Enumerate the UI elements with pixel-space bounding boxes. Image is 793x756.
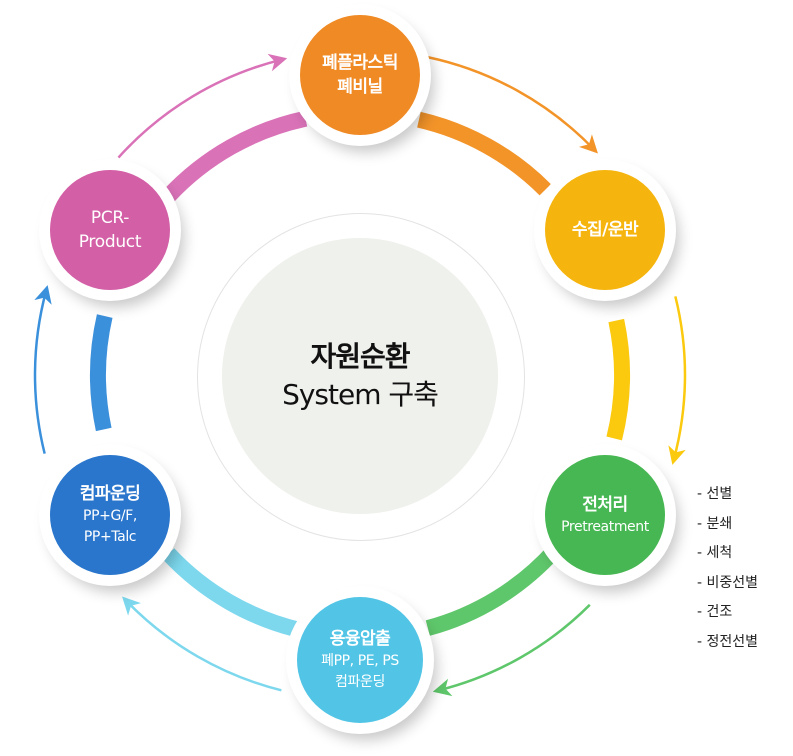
pretreatment-step: - 건조	[697, 604, 733, 620]
node-compounding: 컴파운딩 PP+G/F, PP+Talc	[50, 455, 170, 575]
connector-arc-compounding	[90, 314, 113, 432]
node-extrusion: 용융압출 폐PP, PE, PS 컴파운딩	[297, 597, 423, 723]
node-sub: 폐비닐	[337, 77, 383, 97]
arrowhead-icon	[34, 285, 52, 305]
node-title: 컴파운딩	[79, 484, 141, 504]
node-title: 수집/운반	[571, 220, 639, 240]
arrowhead-icon	[432, 678, 453, 697]
connector-arc-pcr-product	[162, 110, 308, 202]
node-sub: PP+G/F,	[83, 508, 137, 524]
node-title: 전처리	[582, 494, 628, 515]
node-collection: 수집/운반	[545, 170, 665, 290]
node-sub: PP+Talc	[83, 529, 137, 545]
node-title: 용융압출	[329, 629, 391, 649]
node-sub: Pretreatment	[561, 518, 649, 535]
center-title-line1: 자원순환	[310, 340, 410, 373]
arrowhead-icon	[668, 445, 686, 465]
center-title-line2: System 구축	[282, 378, 439, 411]
pretreatment-step: - 선별	[697, 486, 733, 502]
pretreatment-steps-list: - 선별 - 분쇄 - 세척 - 비중선별 - 건조 - 정전선별	[697, 480, 758, 657]
connector-arc-extrusion	[162, 548, 303, 639]
flow-arrow-line-pretreatment	[438, 603, 591, 692]
arrowhead-icon	[267, 53, 288, 72]
pretreatment-step: - 정전선별	[697, 633, 759, 650]
node-sub: 폐PP, PE, PS	[321, 653, 399, 669]
flow-arrow-line-pcr-product	[117, 58, 282, 159]
node-sub: PCR-	[90, 208, 130, 228]
pretreatment-step: - 비중선별	[697, 574, 759, 591]
connector-arc-waste-plastic	[417, 111, 551, 196]
connector-arc-collection	[606, 318, 630, 441]
flow-arrow-line-extrusion	[125, 599, 282, 692]
connector-arc-pretreatment	[425, 544, 561, 636]
flow-arrow-line-waste-plastic	[427, 55, 595, 151]
node-sub: Product	[78, 232, 142, 252]
node-pretreatment: 전처리 Pretreatment	[545, 455, 665, 575]
flow-arrow-line-collection	[672, 296, 687, 460]
arrowhead-icon	[122, 596, 142, 616]
node-waste-plastic: 폐플라스틱 폐비닐	[300, 15, 420, 135]
node-pcr-product: PCR- Product	[50, 170, 170, 290]
pretreatment-step: - 세척	[697, 545, 733, 561]
flow-arrow-line-compounding	[33, 290, 48, 454]
pretreatment-step: - 분쇄	[697, 515, 733, 532]
arrowhead-icon	[578, 134, 598, 154]
node-sub: 컴파운딩	[335, 674, 385, 690]
node-title: 폐플라스틱	[322, 53, 398, 73]
center-hub: 자원순환 System 구축	[222, 238, 498, 514]
